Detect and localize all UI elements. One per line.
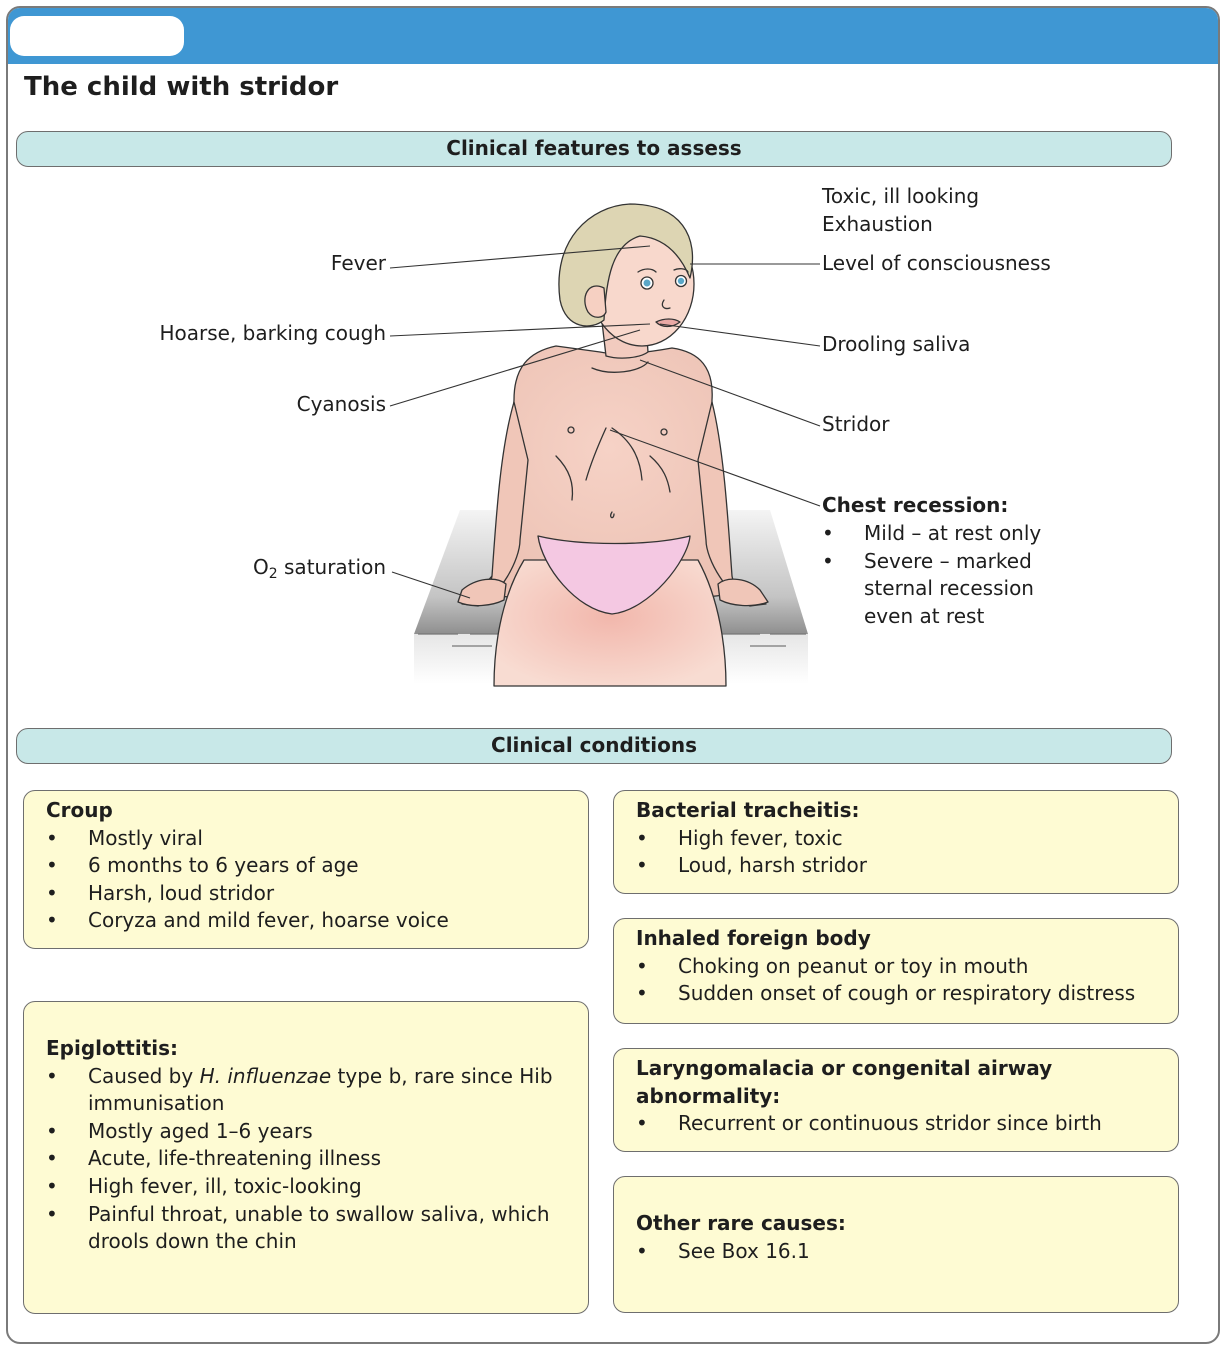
- header-tab: [10, 16, 184, 56]
- child-figure: [457, 203, 769, 687]
- recession-title: Chest recession:: [822, 493, 1009, 517]
- cough-label: Hoarse, barking cough: [159, 321, 386, 345]
- exhaustion-label: Exhaustion: [822, 212, 933, 236]
- croup-box: Croup •Mostly viral •6 months to 6 years…: [23, 790, 589, 949]
- fever-label: Fever: [330, 251, 386, 275]
- tracheitis-box: Bacterial tracheitis: •High fever, toxic…: [613, 790, 1179, 894]
- child-illustration: [389, 203, 821, 687]
- o2-saturation-label: O2 saturation: [252, 555, 386, 582]
- toxic-label: Toxic, ill looking: [822, 184, 980, 208]
- epiglottitis-box: Epiglottitis: •Caused by H. influenzae t…: [23, 1001, 589, 1314]
- consciousness-label: Level of consciousness: [822, 251, 1051, 275]
- drooling-label: Drooling saliva: [822, 332, 971, 356]
- other-causes-box: Other rare causes: •See Box 16.1: [613, 1176, 1179, 1313]
- header-bar: [8, 8, 1218, 64]
- cyanosis-label: Cyanosis: [296, 392, 386, 416]
- leader-lines: [389, 245, 821, 599]
- foreign-body-box: Inhaled foreign body •Choking on peanut …: [613, 918, 1179, 1024]
- stridor-label: Stridor: [822, 412, 890, 436]
- conditions-heading: Clinical conditions: [16, 728, 1172, 764]
- laryngomalacia-box: Laryngomalacia or congenital airway abno…: [613, 1048, 1179, 1152]
- page-title: The child with stridor: [24, 72, 339, 102]
- recession-list: •Mild – at rest only •Severe – marked st…: [822, 521, 1042, 628]
- features-heading: Clinical features to assess: [16, 131, 1172, 167]
